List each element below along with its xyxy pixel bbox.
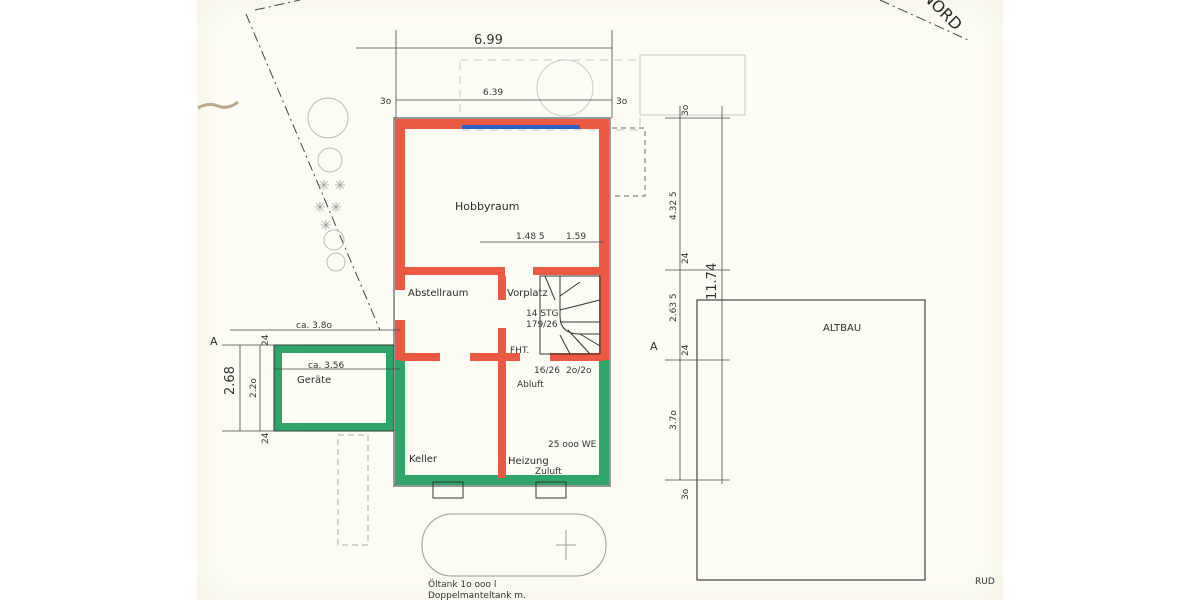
dim-top-overall: 6.99: [474, 33, 503, 48]
room-heizung: Heizung: [508, 456, 549, 467]
section-marker-right: A: [650, 340, 658, 353]
garden-plants: ✳ ✳ ✳ ✳ ✳: [307, 97, 349, 272]
dim-top-left-30: 3o: [380, 97, 392, 107]
svg-text:✳ ✳: ✳ ✳: [318, 178, 346, 194]
altbau-outline: [696, 299, 926, 581]
dim-right-total: 11.74: [705, 263, 720, 300]
dim-left-268: 2.68: [223, 366, 238, 395]
section-marker-left: A: [210, 335, 218, 348]
dimension-lines: [222, 30, 730, 484]
label-fht: FHT.: [510, 346, 529, 356]
door-openings: [395, 266, 550, 362]
dim-right-4325: 4.32 5: [669, 191, 679, 220]
stamp-text: RUD: [975, 577, 995, 587]
room-keller: Keller: [409, 454, 438, 465]
room-hobbyraum: Hobbyraum: [455, 200, 519, 213]
room-abstellraum: Abstellraum: [408, 288, 468, 299]
dim-left-220: 2.2o: [249, 378, 259, 398]
geraete-shed: [273, 344, 395, 432]
label-abluft: Abluft: [517, 380, 544, 390]
dim-right-2635: 2.63 5: [669, 293, 679, 322]
light-wells: [432, 481, 567, 499]
label-window-b: 2o/2o: [566, 366, 592, 376]
svg-text:✳: ✳: [320, 218, 332, 234]
label-zuluft: Zuluft: [535, 467, 562, 477]
dim-right-24-a: 24: [681, 252, 691, 264]
svg-text:✳ ✳: ✳ ✳: [314, 200, 342, 216]
room-vorplatz: Vorplatz: [507, 288, 548, 299]
walkway-outline: [337, 434, 369, 546]
dim-left-380: ca. 3.8o: [296, 321, 332, 331]
dim-inner-1485: 1.48 5: [516, 232, 545, 242]
stamp-mark: [459, 54, 746, 131]
label-tank-2: Doppelmanteltank m.: [428, 591, 526, 600]
dim-left-24-top: 24: [261, 334, 271, 346]
site-boundary: [245, 0, 969, 331]
dim-right-370: 3.7o: [669, 410, 679, 430]
north-label: NORD: [919, 0, 966, 34]
label-window-a: 16/26: [534, 366, 560, 376]
label-we: 25 ooo WE: [548, 440, 597, 450]
dim-inner-159: 1.59: [566, 232, 586, 242]
string-decoration: [197, 100, 239, 110]
label-tank-1: Öltank 1o ooo l: [428, 579, 496, 590]
dim-right-30-bot: 3o: [681, 488, 691, 500]
dim-top-right-30: 3o: [616, 97, 628, 107]
dim-right-24-b: 24: [681, 344, 691, 356]
staircase: [539, 275, 601, 355]
room-altbau: ALTBAU: [823, 323, 861, 334]
dim-left-356: ca. 3.56: [308, 361, 344, 371]
tank-cross-icon: [556, 530, 576, 560]
dim-right-30-top: 3o: [681, 104, 691, 116]
stair-ratio: 179/26: [526, 320, 558, 330]
dashed-outline: [612, 127, 646, 197]
room-geraete: Geräte: [297, 375, 331, 386]
dim-top-inner: 6.39: [483, 88, 503, 98]
stair-count: 14 STG: [526, 309, 559, 319]
dim-left-24-bot: 24: [261, 432, 271, 444]
oil-tank: [421, 513, 607, 577]
